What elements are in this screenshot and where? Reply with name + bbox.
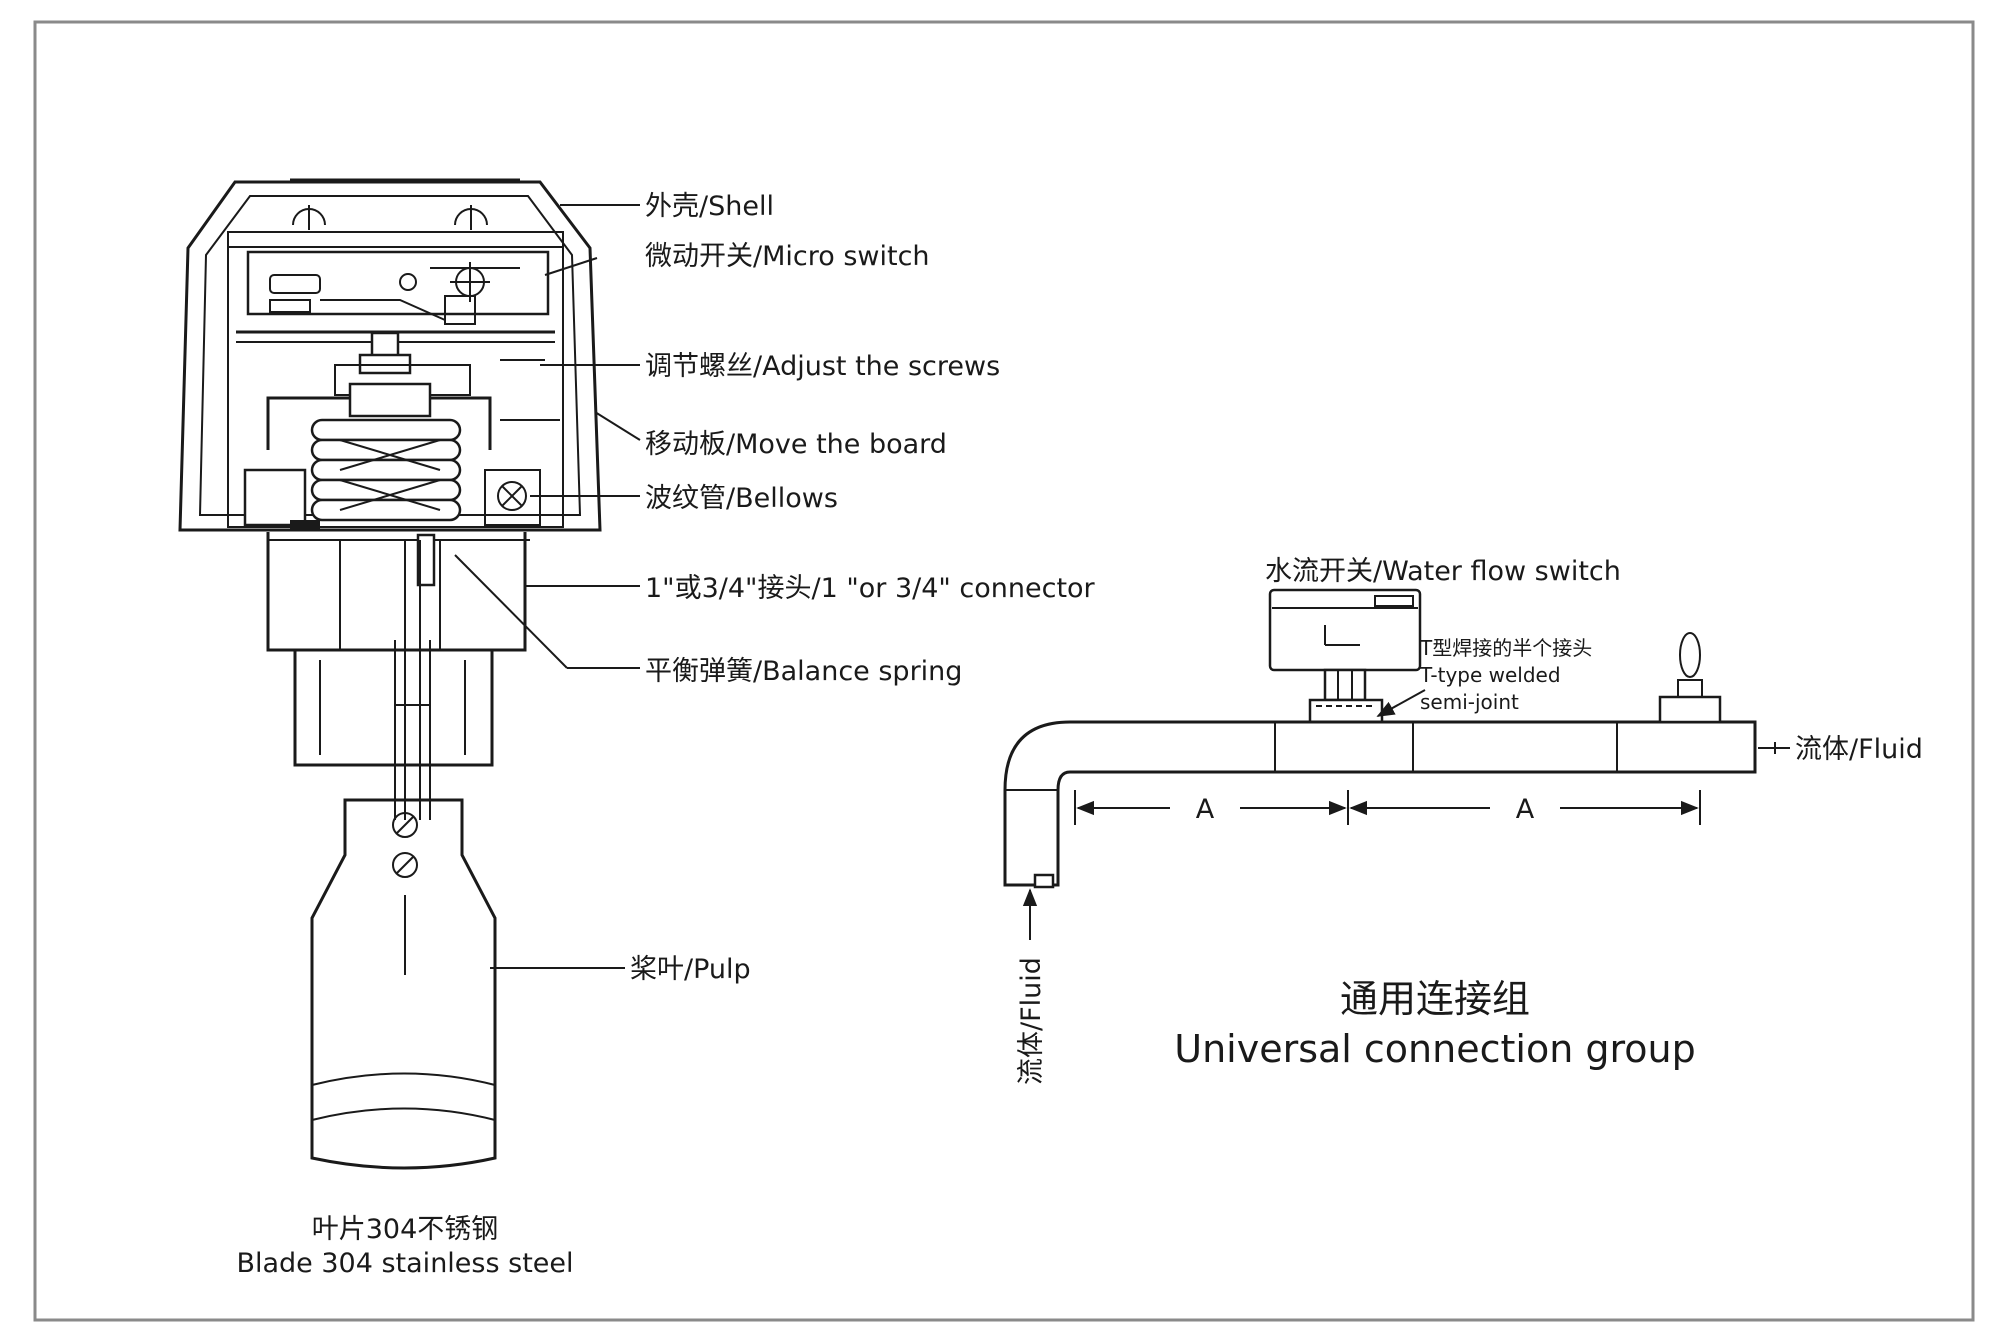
- dimension-a-right: A: [1516, 794, 1535, 825]
- water-flow-switch-head: [1268, 588, 1422, 672]
- label-t-joint-en2: semi-joint: [1420, 690, 1519, 714]
- outer-frame: [33, 20, 1975, 1322]
- label-shell: 外壳/Shell: [645, 191, 774, 222]
- label-micro-switch: 微动开关/Micro switch: [645, 241, 930, 272]
- label-blade-cn: 叶片304不锈钢: [312, 1214, 499, 1245]
- title-cn: 通用连接组: [1340, 977, 1530, 1021]
- dimension-a-left: A: [1196, 794, 1215, 825]
- label-fluid-left: 流体/Fluid: [1016, 957, 1047, 1085]
- blade: [310, 798, 497, 1170]
- label-pulp: 桨叶/Pulp: [630, 954, 751, 985]
- label-move-board: 移动板/Move the board: [645, 429, 947, 460]
- label-balance-spring: 平衡弹簧/Balance spring: [645, 656, 962, 687]
- pipe-elbow: [1003, 720, 1071, 887]
- switch-cross-section: 外壳/Shell 微动开关/Micro switch 调节螺丝/Adjust t…: [178, 178, 1096, 1279]
- bellows: [310, 382, 462, 522]
- label-connector: 1"或3/4"接头/1 "or 3/4" connector: [645, 573, 1096, 604]
- label-fluid-right: 流体/Fluid: [1795, 734, 1923, 765]
- connection-group: A A 流体/Fluid 流体/Fluid 水流开关/Water flow sw…: [1003, 556, 1923, 1085]
- label-water-flow-switch: 水流开关/Water flow switch: [1265, 556, 1621, 587]
- connector-body: [266, 532, 527, 652]
- label-bellows: 波纹管/Bellows: [645, 483, 838, 514]
- micro-switch-body: [246, 250, 550, 316]
- title-en: Universal connection group: [1174, 1027, 1695, 1071]
- label-t-joint-cn: T型焊接的半个接头: [1419, 636, 1592, 660]
- label-adjust-screws: 调节螺丝/Adjust the screws: [645, 351, 1000, 382]
- label-blade-en: Blade 304 stainless steel: [236, 1248, 573, 1279]
- label-t-joint-en1: T-type welded: [1419, 663, 1561, 687]
